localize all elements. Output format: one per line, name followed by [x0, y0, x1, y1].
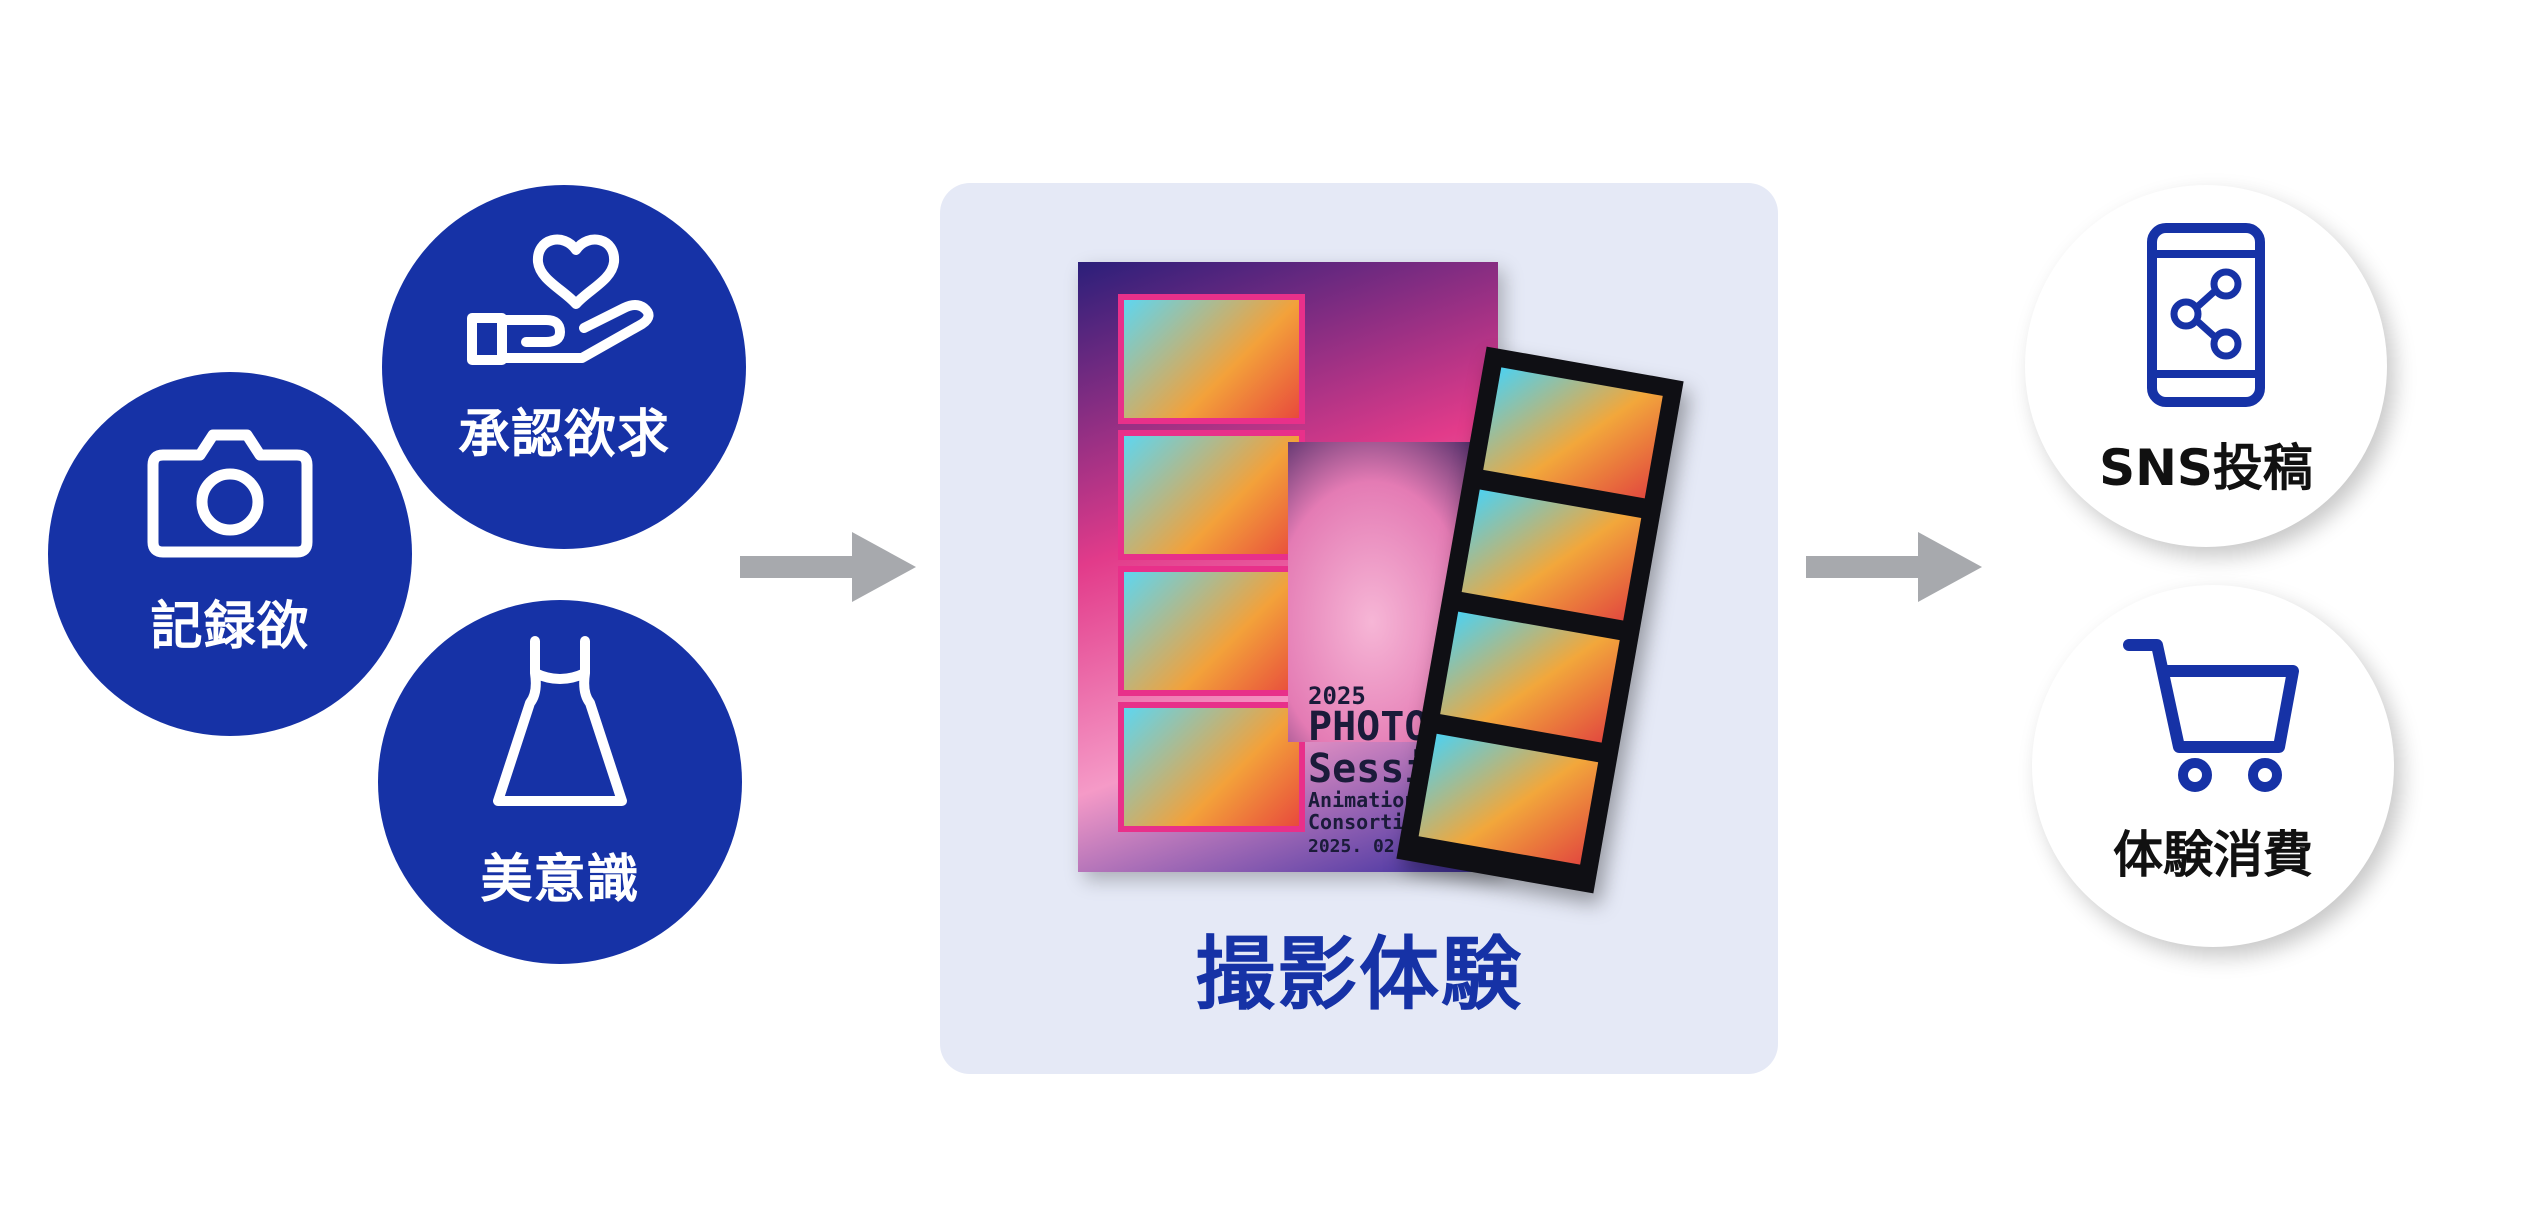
strip-photo — [1483, 367, 1663, 499]
approval-desire-circle: 承認欲求 — [382, 185, 746, 549]
smartphone-share-icon — [2147, 223, 2265, 407]
poster-photo-frame — [1118, 566, 1305, 696]
strip-photo — [1461, 489, 1642, 621]
hand-heart-icon — [467, 234, 654, 365]
arrow-right-icon — [1806, 532, 1982, 602]
poster-photo-frame — [1118, 702, 1305, 832]
poster-year: 2025 — [1308, 682, 1366, 710]
beauty-awareness-circle: 美意識 — [378, 600, 742, 964]
camera-icon — [147, 429, 313, 557]
experience-consumption-circle: 体験消費 — [2032, 585, 2394, 947]
record-desire-label: 記録欲 — [150, 596, 310, 657]
approval-desire-label: 承認欲求 — [457, 404, 670, 465]
sns-post-label: SNS投稿 — [2099, 439, 2313, 497]
dress-icon — [493, 635, 627, 806]
arrow-right-icon — [740, 532, 916, 602]
strip-photo — [1440, 611, 1620, 743]
photo-experience-title: 撮影体験 — [1195, 928, 1523, 1021]
record-desire-circle: 記録欲 — [48, 372, 412, 736]
beauty-awareness-label: 美意識 — [480, 849, 640, 910]
poster-photo-frame — [1118, 430, 1305, 560]
sns-post-circle: SNS投稿 — [2025, 185, 2387, 547]
strip-photo — [1418, 733, 1599, 865]
experience-consumption-label: 体験消費 — [2113, 826, 2313, 884]
poster-title-line1: PHOTO — [1308, 704, 1429, 750]
poster-subtitle-line1: Animation — [1308, 788, 1417, 812]
shopping-cart-icon — [2123, 639, 2299, 792]
poster-photo-frame — [1118, 294, 1305, 424]
